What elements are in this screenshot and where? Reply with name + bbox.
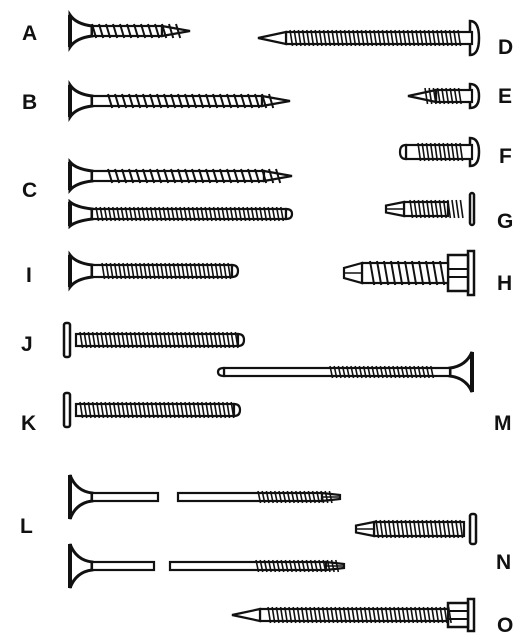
label-c: C xyxy=(22,180,37,201)
screw-c2 xyxy=(70,202,292,226)
screw-a xyxy=(70,15,190,47)
label-e: E xyxy=(498,86,512,107)
label-o: O xyxy=(497,615,513,636)
screw-i xyxy=(70,255,238,287)
label-g: G xyxy=(497,211,513,232)
label-d: D xyxy=(498,37,513,58)
label-i: I xyxy=(26,265,32,286)
label-k: K xyxy=(21,413,36,434)
screw-d xyxy=(258,21,479,55)
screw-c1 xyxy=(70,162,292,190)
label-f: F xyxy=(499,146,512,167)
screw-b xyxy=(70,85,290,117)
label-j: J xyxy=(21,334,33,355)
label-b: B xyxy=(22,92,37,113)
screw-o xyxy=(232,599,474,631)
label-h: H xyxy=(497,273,512,294)
screw-l1 xyxy=(70,475,340,519)
screw-g xyxy=(386,193,474,225)
label-m: M xyxy=(494,413,512,434)
screw-h xyxy=(344,251,474,295)
label-l: L xyxy=(20,516,33,537)
screw-k xyxy=(64,393,240,427)
screw-e xyxy=(408,84,479,108)
screw-m xyxy=(218,352,472,392)
label-a: A xyxy=(22,23,37,44)
screw-j xyxy=(64,323,244,357)
screw-n xyxy=(356,514,476,544)
label-n: N xyxy=(496,552,511,573)
screw-f xyxy=(400,138,479,166)
screw-l2 xyxy=(70,544,344,588)
